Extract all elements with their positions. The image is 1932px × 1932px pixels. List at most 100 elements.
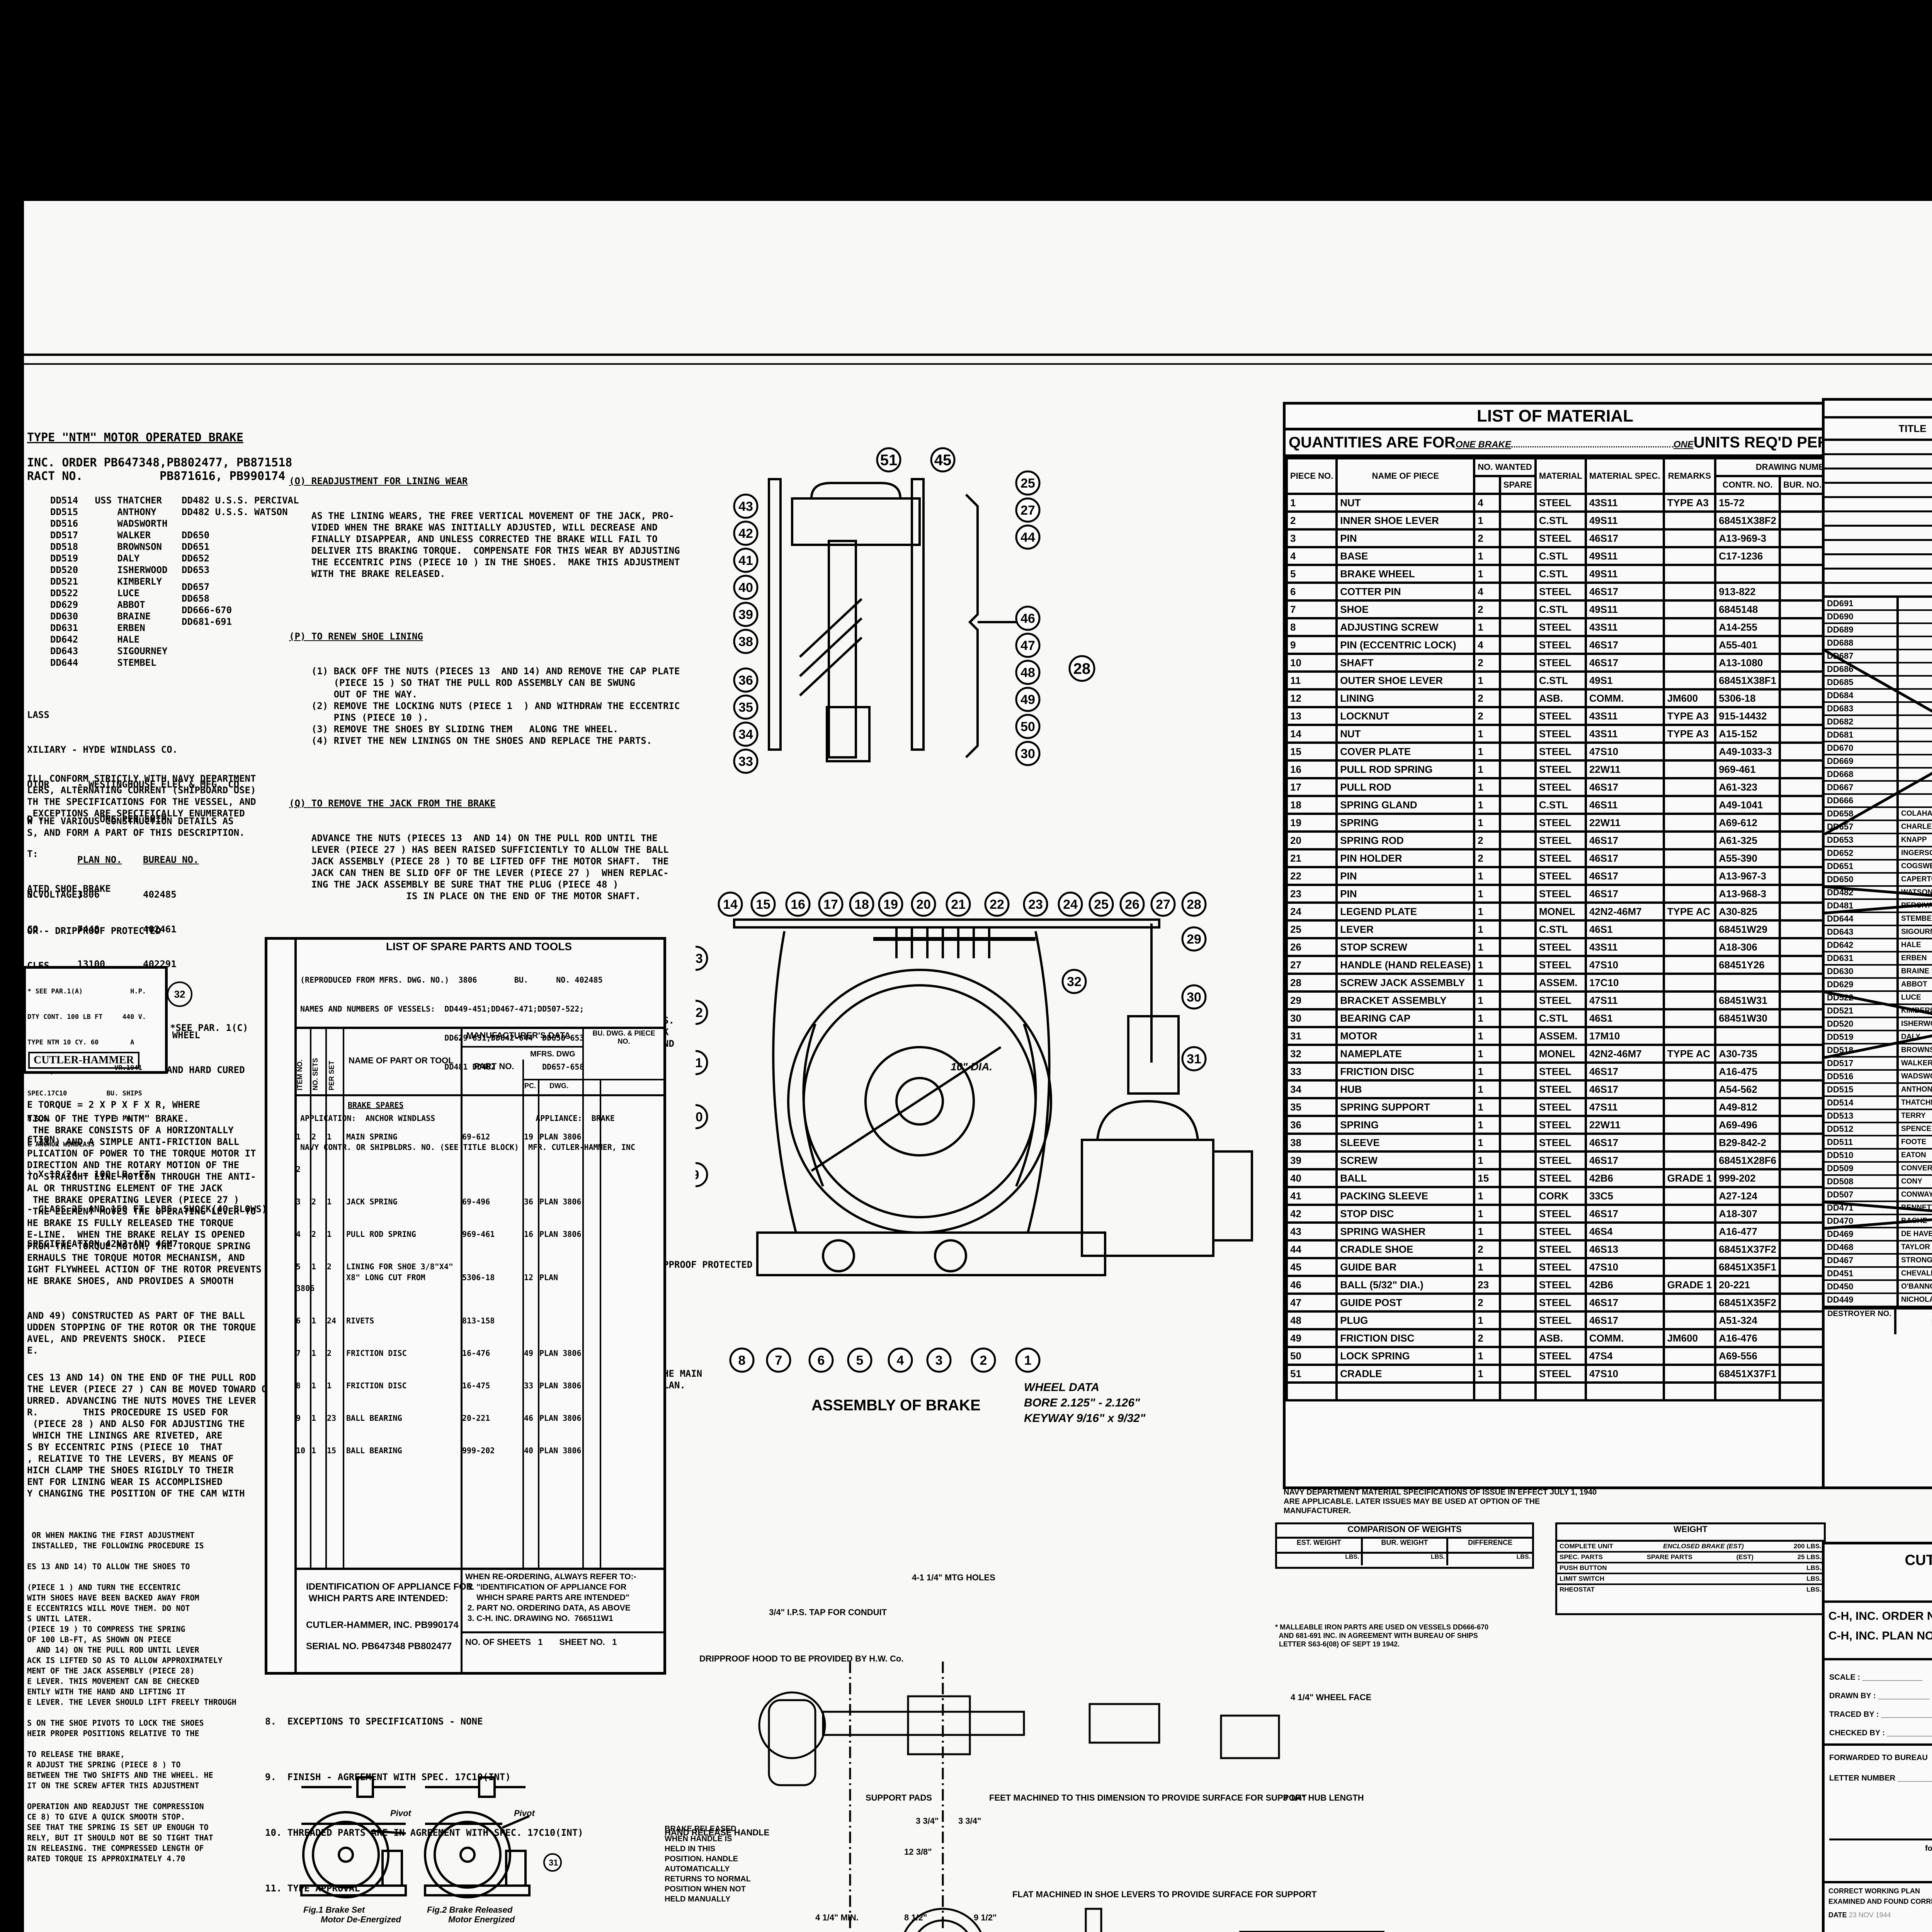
svg-text:Motor De-Energized: Motor De-Energized [321, 1915, 401, 1924]
svg-text:Pivot: Pivot [390, 1808, 412, 1818]
vessel-extra: DD653 [182, 565, 210, 575]
destroyer-row: DD688 [1825, 637, 1932, 650]
top-border-line-2 [23, 363, 1932, 365]
destroyer-row: DD511FOOTE200 [1825, 1136, 1932, 1150]
header-mfrs-dwg: MFRS. DWG [530, 1050, 575, 1058]
destroyer-row: DD482WATSON205 [1825, 887, 1932, 900]
svg-text:2: 2 [980, 1353, 987, 1368]
svg-text:27: 27 [1020, 503, 1035, 518]
callout-32: 32 [167, 981, 192, 1007]
vessel-row: DD517 WALKER [50, 530, 151, 541]
top-border-line [23, 354, 1932, 356]
comparison-of-weights: COMPARISON OF WEIGHTS EST. WEIGHT BUR. W… [1275, 1522, 1534, 1569]
svg-text:Motor Energized: Motor Energized [448, 1915, 515, 1924]
svg-text:38: 38 [738, 634, 753, 649]
svg-text:Fig.1 Brake Set: Fig.1 Brake Set [303, 1905, 366, 1915]
signoff-block: SCALE : ______________ DRAWN BY : ______… [1825, 1660, 1932, 1746]
svg-text:51: 51 [880, 452, 898, 469]
vessel-extra: DD658 [182, 593, 210, 604]
reference-row [1825, 527, 1932, 541]
reference-row [1825, 484, 1932, 498]
svg-text:4 1/4" WHEEL FACE: 4 1/4" WHEEL FACE [1291, 1692, 1371, 1702]
destroyer-row: DD518BROWNSON8025 [1825, 1044, 1932, 1058]
vessel-extra: DD651 [182, 541, 210, 552]
vessel-row: DD518 BROWNSON [50, 541, 162, 552]
vessel-row: DD643 SIGOURNEY [50, 646, 168, 656]
vessel-row: DD629 ABBOT [50, 599, 145, 610]
vessel-row: DD644 STEMBEL [50, 657, 156, 668]
header-item-no: ITEM NO. [296, 1060, 304, 1090]
header-per-set: PER SET [328, 1060, 335, 1090]
svg-text:18: 18 [854, 897, 869, 912]
svg-text:4 1/4" MIN.: 4 1/4" MIN. [815, 1913, 859, 1922]
vessel-extra: DD482 U.S.S. PERCIVAL [182, 495, 299, 506]
conform-text: ILL CONFORM STRICTLY WITH NAVY DEPARTMEN… [27, 773, 256, 819]
destroyer-row: DD515ANTHONY204 [1825, 1084, 1932, 1097]
reference-row [1825, 555, 1932, 570]
working-plan-block: CORRECT WORKING PLAN EXAMINED AND FOUND … [1825, 1883, 1932, 1932]
svg-text:7: 7 [775, 1353, 782, 1368]
first-adjust-text: OR WHEN MAKING THE FIRST ADJUSTMENT INST… [27, 1531, 236, 1863]
class-line: D - ONE PER SHIP [27, 814, 167, 825]
destroyer-row: DD666 [1825, 795, 1932, 808]
cutler-hammer-logo: CUTLER-HAMMER [28, 1052, 139, 1069]
svg-text:HAND RELEASE HANDLE: HAND RELEASE HANDLE [665, 1828, 769, 1837]
lom-table: PIECE NO. NAME OF PIECE NO. WANTED MATER… [1285, 457, 1878, 1401]
destroyer-row: DD685 [1825, 677, 1932, 690]
destroyer-row: DD513TERRY202 [1825, 1110, 1932, 1123]
sheet-count: NO. OF SHEETS 1 SHEET NO. 1 [465, 1637, 617, 1647]
spare-parts-header-info: (REPRODUCED FROM MFRS. DWG. NO.) 3806 BU… [300, 975, 635, 1152]
svg-text:33: 33 [738, 754, 753, 769]
destroyer-row: DD517WALKER206 [1825, 1058, 1932, 1071]
section-o-title: (O) READJUSTMENT FOR LINING WEAR [289, 476, 468, 486]
svg-text:29: 29 [1187, 932, 1201, 947]
destroyer-row: DD631ERBEN210 [1825, 952, 1932, 966]
vessel-row: DD642 HALE [50, 634, 140, 645]
destroyer-row: DD653KNAPP218 [1825, 834, 1932, 847]
svg-text:4: 4 [897, 1353, 904, 1368]
destroyer-row: DD650CAPERTON215 [1825, 874, 1932, 887]
spare-parts-title: LIST OF SPARE PARTS AND TOOLS [386, 940, 572, 952]
friction-text: AND 49) CONSTRUCTED AS PART OF THE BALL … [27, 1310, 256, 1356]
identification-cutler: CUTLER-HAMMER, INC. PB990174 [306, 1620, 459, 1630]
svg-text:6: 6 [818, 1353, 825, 1368]
svg-text:45: 45 [934, 452, 952, 469]
vessel-extra: DD482 U.S.S. WATSON [182, 507, 288, 517]
section-o-body: AS THE LINING WEARS, THE FREE VERTICAL M… [311, 510, 680, 579]
svg-text:1: 1 [1024, 1353, 1032, 1368]
svg-text:3 1/4" HUB LENGTH: 3 1/4" HUB LENGTH [1283, 1793, 1364, 1803]
vessel-row: DD522 LUCE [50, 588, 140, 599]
destroyer-row: DD468TAYLOR194 [1825, 1242, 1932, 1255]
svg-text:3 3/4": 3 3/4" [916, 1816, 939, 1826]
destroyer-row: DD471BENNETT8022 [1825, 1202, 1932, 1215]
destroyer-row: DD643SIGOURNEY212 [1825, 926, 1932, 939]
svg-text:13: 13 [696, 951, 703, 966]
vessel-extra: DD657 [182, 582, 210, 592]
class-line: OTOR - WESTINGHOUSE ELEC & MFG. CO. [27, 779, 245, 790]
header-name-of-part: NAME OF PART OR TOOL [349, 1056, 454, 1065]
outline-drawing: 4-1 1/4" MTG HOLES 3/4" I.P.S. TAP FOR C… [665, 1573, 1384, 1932]
destroyer-row: DD687 [1825, 650, 1932, 663]
svg-text:32: 32 [1067, 975, 1082, 989]
